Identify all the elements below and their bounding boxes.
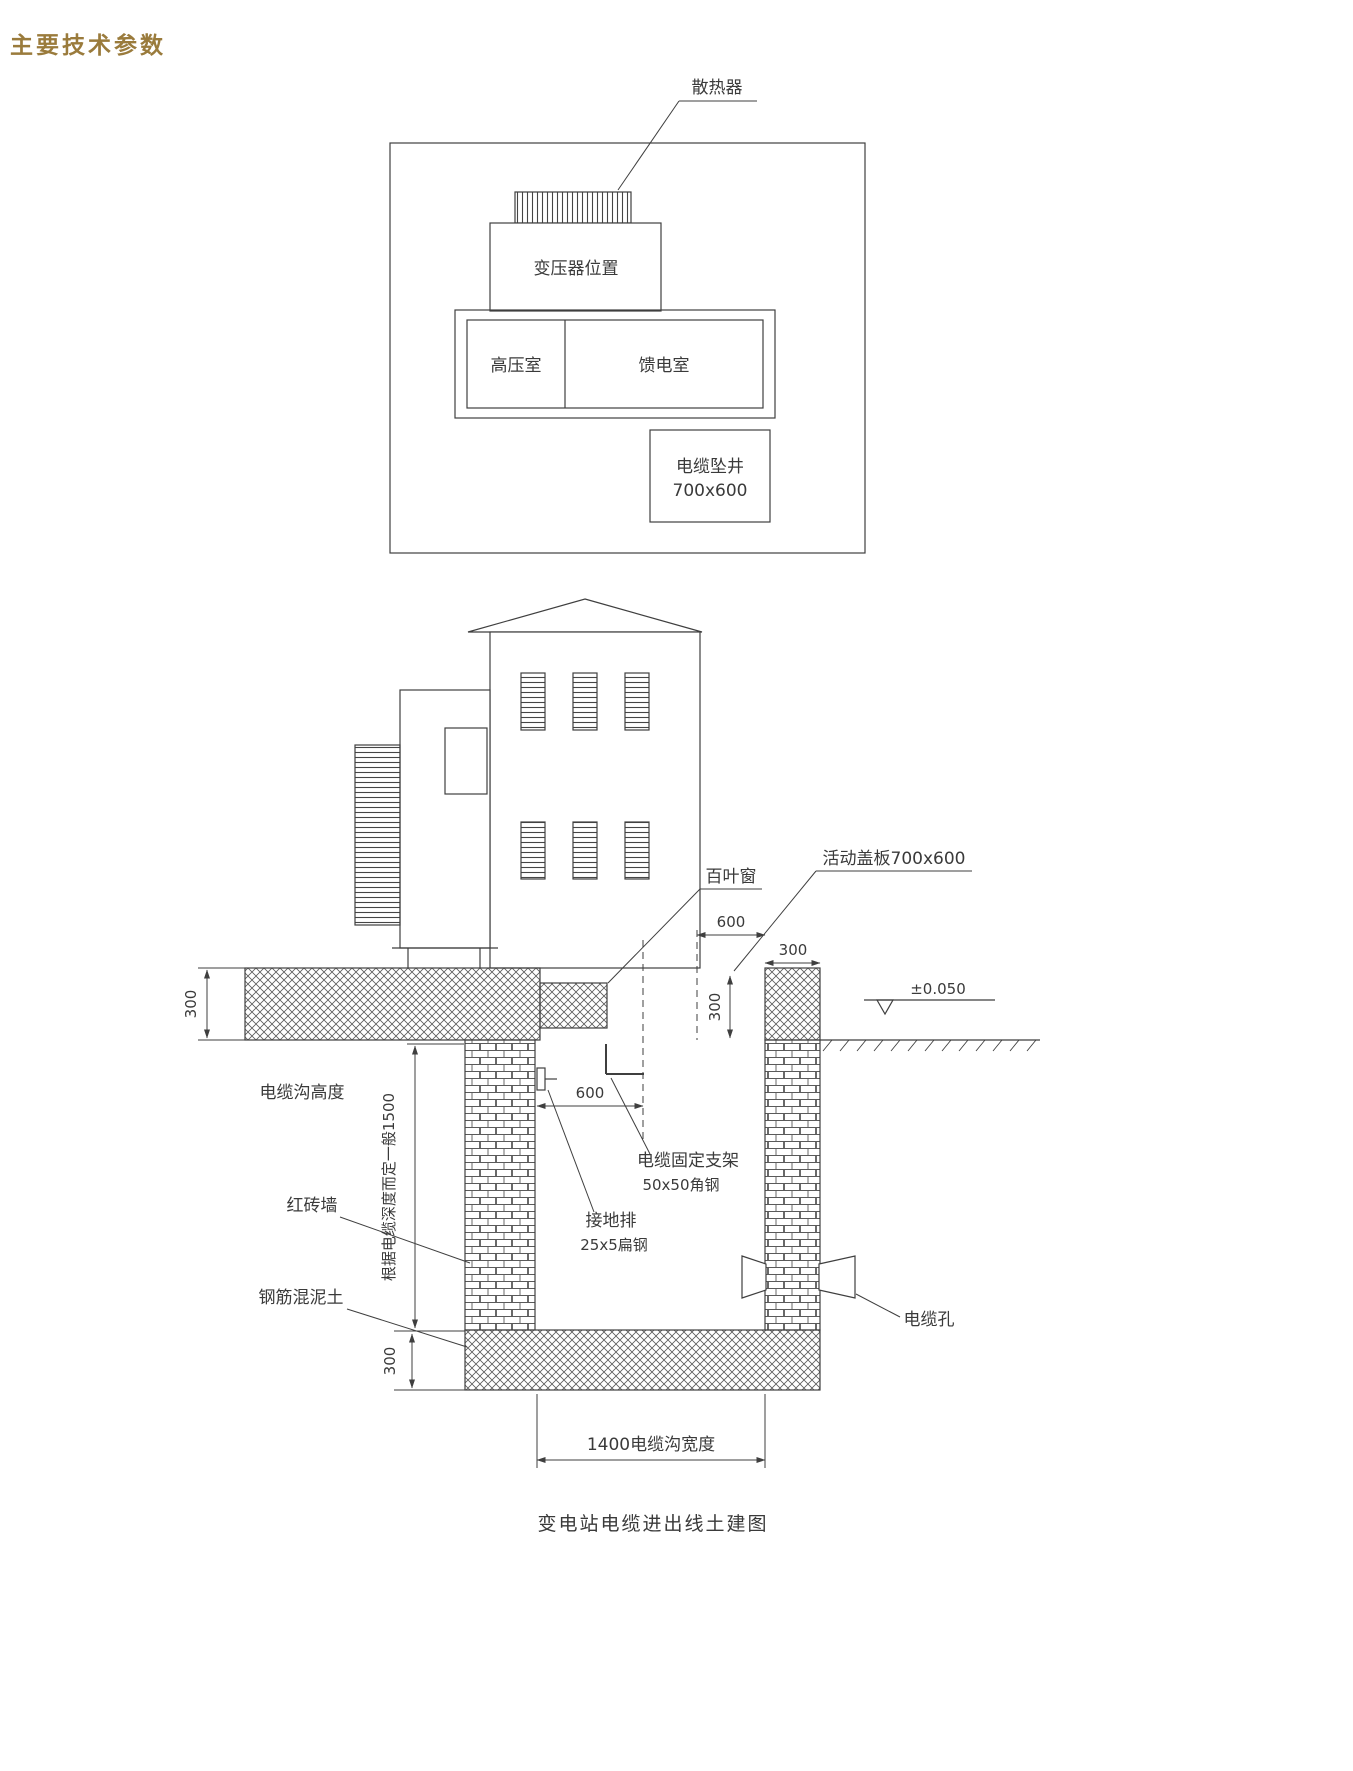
ground-bar-leader — [547, 1089, 595, 1213]
cable-hole-leader — [855, 1293, 901, 1318]
brick-wall-label: 红砖墙 — [287, 1196, 338, 1216]
feeder-room-label: 馈电室 — [639, 356, 690, 376]
annotations: 百叶窗 活动盖板700x600 电缆沟高度 红砖墙 钢筋混泥土 电缆固定支架 5… — [259, 849, 972, 1535]
depth-note: 根据电缆深度而定一般1500 — [380, 1093, 398, 1281]
ground-section: ±0.050 — [244, 930, 1040, 1391]
louver-leader-line — [607, 888, 701, 984]
cable-bracket-spec: 50x50角钢 — [642, 1176, 719, 1194]
trench-width-label: 1400电缆沟宽度 — [587, 1435, 715, 1455]
radiator-comb — [514, 191, 632, 224]
brick-wall-leader — [339, 1216, 471, 1264]
ground-bar-label: 接地排 — [586, 1211, 637, 1231]
cable-hole-label: 电缆孔 — [904, 1310, 955, 1330]
radiator-leader-line — [617, 100, 680, 191]
louver-window — [539, 982, 608, 1029]
louver-slot — [520, 672, 546, 731]
louver-slot — [520, 821, 546, 880]
dim-300-bottom: 300 — [381, 1347, 399, 1376]
ground-slab-right — [764, 967, 821, 1041]
dimensions: 600 300 300 300 根据电缆深度而定一般1500 300 600 1… — [182, 913, 821, 1468]
louver-label: 百叶窗 — [706, 867, 757, 887]
dim-300-side: 300 — [779, 941, 808, 959]
hv-room-label: 高压室 — [491, 356, 542, 376]
cable-well-size: 700x600 — [673, 481, 748, 501]
left-brick-wall — [464, 1039, 536, 1331]
transformer-room-box — [489, 222, 662, 312]
cable-well-box — [649, 429, 771, 523]
cable-support-bracket — [605, 1044, 644, 1075]
ground-hatch-ticks — [822, 1039, 1037, 1052]
cable-hole — [741, 1255, 856, 1299]
switch-room-outer — [454, 309, 776, 419]
transformer-bushing-box — [444, 727, 488, 795]
transformer-room-label: 变压器位置 — [534, 259, 619, 279]
concrete-slab — [464, 1329, 821, 1391]
cable-well-label: 电缆坠井 — [676, 457, 744, 477]
concrete-label: 钢筋混泥土 — [259, 1288, 344, 1308]
drawing-caption: 变电站电缆进出线土建图 — [537, 1513, 768, 1535]
dim-600-inner: 600 — [576, 1084, 605, 1102]
floor-plan-outline — [389, 142, 866, 554]
dim-300-cover: 300 — [706, 993, 724, 1022]
cover-leader-line — [733, 870, 817, 972]
cable-bracket-leader — [610, 1077, 651, 1155]
right-brick-wall — [764, 1039, 821, 1331]
dim-300-left: 300 — [182, 990, 200, 1019]
cable-bracket-label: 电缆固定支架 — [637, 1151, 739, 1171]
louver-slot — [572, 821, 598, 880]
louver-slot — [572, 672, 598, 731]
page-title: 主要技术参数 — [10, 33, 166, 59]
switch-room-inner — [466, 319, 764, 409]
louver-slot — [624, 821, 650, 880]
radiator-label: 散热器 — [692, 78, 743, 98]
floor-plan: 变压器位置 高压室 馈电室 电缆坠井 700x600 散热器 — [389, 78, 866, 554]
trench-height-label: 电缆沟高度 — [260, 1083, 345, 1103]
cover-plate-label: 活动盖板700x600 — [823, 849, 966, 869]
building-elevation — [354, 598, 703, 969]
transformer-fins — [354, 744, 401, 926]
level-symbol: ±0.050 — [864, 980, 995, 1016]
louver-slot — [624, 672, 650, 731]
roof — [467, 598, 703, 633]
grounding-bar — [536, 1067, 557, 1091]
ground-slab-left — [244, 967, 541, 1041]
ground-bar-spec: 25x5扁钢 — [580, 1236, 648, 1254]
level-value: ±0.050 — [910, 980, 966, 998]
concrete-leader — [346, 1308, 468, 1348]
dim-600-top: 600 — [717, 913, 746, 931]
